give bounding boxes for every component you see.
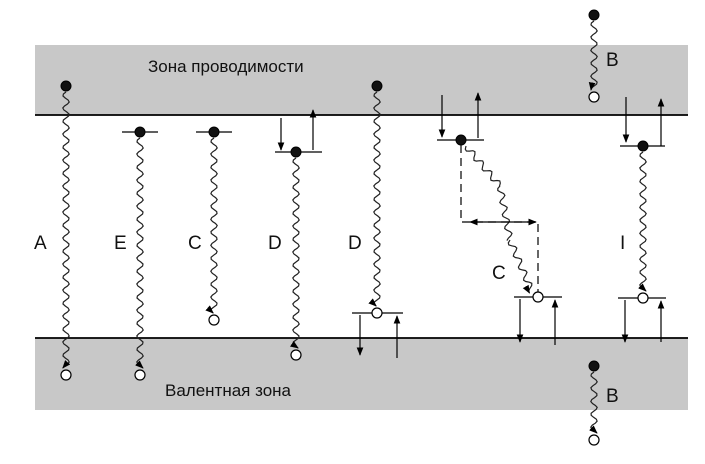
transition-d-second: D bbox=[348, 80, 403, 358]
hole-dot bbox=[208, 314, 220, 326]
hole-dot bbox=[60, 369, 72, 381]
wavy-path bbox=[507, 239, 533, 294]
label-d-second: D bbox=[348, 233, 362, 254]
hole-dot bbox=[637, 292, 649, 304]
conduction-band-label: Зона проводимости bbox=[148, 57, 304, 76]
wavy-path bbox=[62, 91, 71, 369]
wavy-path bbox=[497, 185, 513, 241]
hole-dot bbox=[371, 307, 383, 319]
recombination-paths bbox=[62, 20, 647, 434]
wavy-path bbox=[289, 157, 300, 349]
label-c-left: C bbox=[188, 233, 202, 254]
transition-i: I bbox=[618, 97, 666, 343]
label-i: I bbox=[620, 233, 625, 254]
transition-d-first: D bbox=[268, 109, 322, 361]
wavy-path bbox=[205, 137, 218, 314]
electron-dot bbox=[134, 126, 146, 138]
electron-dot bbox=[60, 80, 72, 92]
electron-dot bbox=[588, 9, 600, 21]
label-c-right: C bbox=[492, 263, 506, 284]
conduction-band bbox=[35, 45, 688, 115]
label-b-bottom: B bbox=[606, 386, 619, 407]
electron-dot bbox=[588, 360, 600, 372]
wavy-path bbox=[588, 20, 598, 91]
label-a: A bbox=[34, 233, 47, 254]
label-e: E bbox=[114, 233, 127, 254]
wavy-path bbox=[464, 145, 501, 187]
transition-c-right: C bbox=[437, 92, 562, 345]
transition-c-left: C bbox=[188, 126, 232, 326]
transition-b-top: B bbox=[588, 9, 619, 103]
valence-band bbox=[35, 338, 688, 410]
electron-dot bbox=[290, 146, 302, 158]
electron-dot bbox=[371, 80, 383, 92]
hole-dot bbox=[588, 91, 600, 103]
wavy-path bbox=[368, 91, 381, 307]
electron-dot bbox=[455, 134, 467, 146]
transition-e: E bbox=[114, 126, 158, 381]
transition-b-bottom: B bbox=[588, 360, 619, 446]
hole-dot bbox=[134, 369, 146, 381]
hole-dot bbox=[290, 349, 302, 361]
hole-dot bbox=[588, 434, 600, 446]
transition-a: A bbox=[34, 80, 72, 381]
label-b-top: B bbox=[606, 50, 619, 71]
electron-dot bbox=[637, 140, 649, 152]
valence-band-label: Валентная зона bbox=[165, 381, 292, 400]
hole-dot bbox=[532, 291, 544, 303]
wavy-path bbox=[589, 371, 598, 434]
electron-dot bbox=[208, 126, 220, 138]
wavy-path bbox=[135, 137, 144, 369]
wavy-path bbox=[638, 151, 647, 292]
label-d-first: D bbox=[268, 233, 282, 254]
